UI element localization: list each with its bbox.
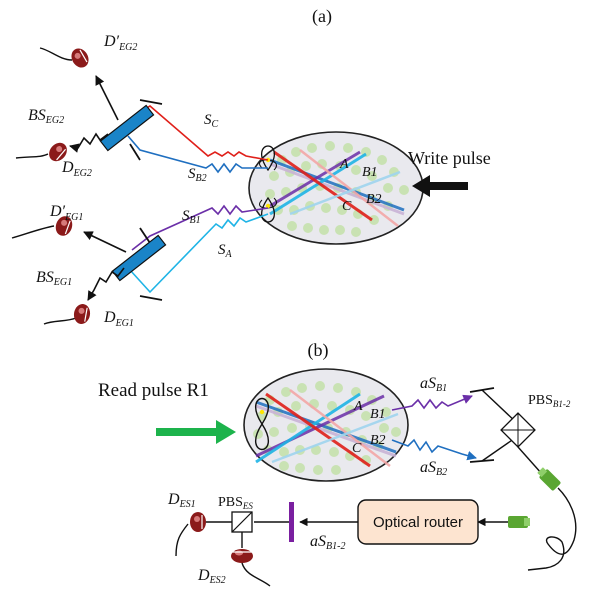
detector-deg1: [43, 302, 93, 326]
detector-dpeg1: [11, 213, 76, 239]
path-to-dpeg2: [95, 75, 119, 121]
write-pulse-label: Write pulse: [408, 148, 491, 168]
signal-sb1-line: [131, 204, 269, 251]
label-pbses: PBSES: [218, 495, 253, 511]
beam-splitter-eg2: [99, 104, 155, 152]
detector-des2: [231, 549, 271, 587]
label-sc: SC: [204, 112, 219, 130]
label-sb2: SB2: [188, 166, 207, 184]
atomic-ensemble-b: [243, 368, 409, 482]
label-deg1: DEG1: [103, 309, 134, 329]
beam-label-b2: B2: [366, 192, 382, 207]
beam-label-b1: B1: [362, 165, 378, 180]
path-to-deg1: [87, 267, 125, 301]
pbs-b12: [500, 412, 536, 448]
label-sa: SA: [218, 242, 233, 260]
label-des1: DES1: [167, 491, 196, 510]
beam-label-a: A: [339, 157, 349, 172]
label-sb1: SB1: [182, 208, 201, 226]
label-bseg2: BSEG2: [28, 107, 64, 126]
b-beam-label-a: A: [353, 399, 363, 414]
path-to-dpeg1: [83, 231, 127, 253]
mirror-sc: [139, 99, 163, 105]
beam-splitter-eg1: [111, 234, 167, 282]
label-asb12: aSB1-2: [310, 533, 345, 552]
mirror-sb2: [129, 143, 141, 161]
signal-sc-line: [127, 105, 269, 161]
write-pulse-arrow: [412, 175, 468, 197]
label-dpeg1: D′EG1: [49, 203, 83, 223]
path-pbs-coupler: [517, 446, 543, 475]
path-to-deg2: [69, 132, 109, 153]
fiber-coupler-1: [537, 467, 561, 491]
label-des2: DES2: [197, 567, 226, 586]
optical-router-label: Optical router: [373, 514, 463, 531]
panel-a-label: (a): [312, 6, 332, 27]
label-pbs12: PBSB1-2: [528, 393, 571, 409]
read-pulse-arrow: [156, 420, 236, 444]
waveplate: [289, 502, 294, 542]
fiber-cable: [527, 487, 577, 571]
pbs-es: [231, 511, 253, 533]
signal-asb2-line: [391, 438, 477, 461]
detector-des1: [175, 511, 207, 557]
label-deg2: DEG2: [61, 159, 92, 179]
signal-sb2-line: [127, 135, 268, 174]
signal-sa-line: [129, 213, 269, 294]
b-beam-label-b2: B2: [370, 433, 386, 448]
detector-dpeg2: [39, 44, 93, 72]
label-asb2: aSB2: [420, 459, 447, 478]
detector-deg2: [15, 138, 72, 166]
label-asb1: aSB1: [420, 375, 447, 394]
beam-label-c: C: [342, 199, 352, 214]
mirror-sa: [139, 295, 163, 301]
fiber-coupler-2: [508, 516, 530, 528]
b-beam-label-c: C: [352, 441, 362, 456]
signal-asb1-line: [391, 394, 473, 411]
b-beam-label-b1: B1: [370, 407, 386, 422]
atomic-ensemble-a: [248, 131, 424, 245]
label-dpeg2: D′EG2: [103, 33, 137, 53]
read-pulse-label: Read pulse R1: [98, 380, 209, 401]
label-bseg1: BSEG1: [36, 269, 72, 288]
panel-b-label: (b): [308, 340, 329, 361]
